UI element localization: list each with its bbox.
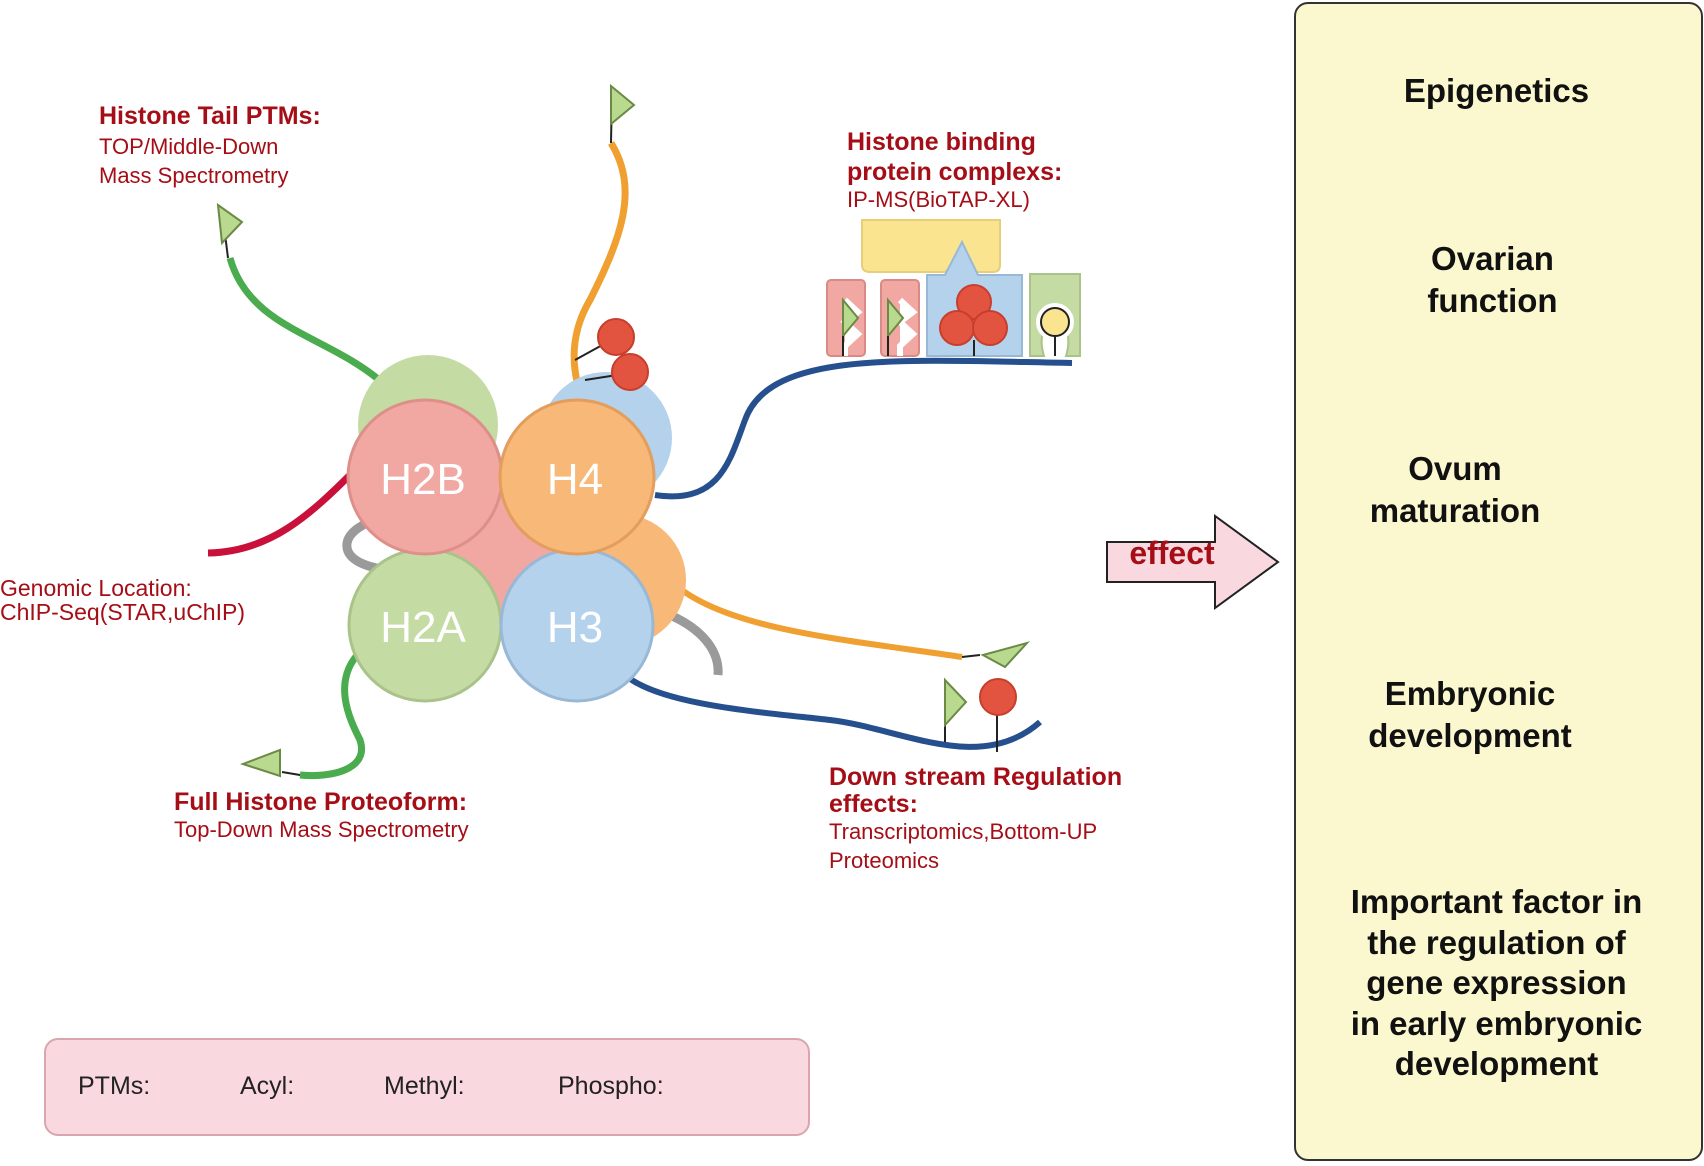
genomic-location-label: Genomic Location: ChIP-Seq(STAR,uChIP) [0,576,245,624]
h2a-label: H2A [380,603,466,652]
panel-item-text: Epigenetics [1403,72,1590,109]
h2b-tail-red [207,467,358,557]
h4-ball [498,398,656,556]
full-proteoform-title: Full Histone Proteoform: [174,788,468,816]
histone-tail-method: TOP/Middle-Down [99,133,279,159]
acyl-flag [944,677,968,742]
binding-complex-method: IP-MS(BioTAP-XL) [847,187,1030,212]
ptm-legend: PTMs: Acyl: Methyl: Phospho: [44,1038,810,1136]
panel-item-text: Embryonic [1384,675,1556,712]
panel-item-text: the regulation of [1367,923,1626,961]
legend-phospho-label: Phospho: [558,1072,664,1100]
full-proteoform-method: Top-Down Mass Spectrometry [174,816,469,842]
effect-arrow [1106,514,1280,610]
genomic-location-method: ChIP-Seq(STAR,uChIP) [0,599,245,626]
binding-complex-title: protein complexs: [847,157,1063,186]
panel-item-ovarian-function: Ovarian function [1290,238,1695,322]
panel-item-embryonic-development: Embryonic development [1270,673,1670,757]
downstream-label: Down stream Regulation effects: Transcri… [829,763,1123,876]
genomic-location-title: Genomic Location: [0,575,192,601]
panel-item-text: development [1368,716,1572,754]
binding-complex-title: Histone binding [847,128,1036,156]
panel-item-text: in early embryonic [1350,1004,1643,1042]
panel-item-text: Ovarian [1431,240,1554,277]
legend-acyl-label: Acyl: [240,1072,295,1100]
panel-item-gene-regulation: Important factor in the regulation of ge… [1294,882,1699,1085]
downstream-title: Down stream Regulation [829,763,1123,791]
downstream-method: Proteomics [829,848,940,874]
panel-item-epigenetics: Epigenetics [1294,70,1699,112]
h3-tail-navy [623,672,1042,750]
histone-tail-title: Histone Tail PTMs: [99,102,321,130]
h2b-label: H2B [380,455,466,504]
panel-item-text: development [1394,1045,1599,1083]
panel-item-text: Ovum [1408,450,1502,487]
h3-label: H3 [547,603,603,652]
full-proteoform-label: Full Histone Proteoform: Top-Down Mass S… [174,788,469,842]
panel-item-ovum-maturation: Ovum maturation [1255,448,1655,532]
acyl-flag [239,748,301,778]
histone-tail-method: Mass Spectrometry [99,163,289,189]
binding-complex-label: Histone binding protein complexs: IP-MS(… [847,128,1062,212]
acyl-flag [610,83,636,144]
downstream-method: Transcriptomics,Bottom-UP [829,818,1098,844]
protein-complex [826,219,1081,357]
h2b-tail-green [226,257,388,388]
legend-methyl-label: Methyl: [384,1072,465,1100]
acyl-flag [216,202,244,259]
h4-tail-navy [654,357,1073,500]
panel-item-text: function [1427,281,1558,319]
methyl-mark [574,318,649,391]
panel-item-text: gene expression [1366,964,1627,1002]
panel-item-text: maturation [1369,491,1541,529]
legend-ptms-label: PTMs: [78,1072,151,1100]
acyl-flag [961,641,1031,669]
effects-panel [1294,2,1703,1161]
panel-item-text: Important factor in [1350,883,1643,920]
histone-tail-label: Histone Tail PTMs: TOP/Middle-Down Mass … [99,102,321,191]
h2a-tail-green [299,647,366,780]
h3-tail-orange [667,577,963,660]
h4-label: H4 [547,455,603,504]
effect-label: effect [1129,535,1215,571]
downstream-title: effects: [829,789,918,818]
methyl-mark [979,678,1017,752]
